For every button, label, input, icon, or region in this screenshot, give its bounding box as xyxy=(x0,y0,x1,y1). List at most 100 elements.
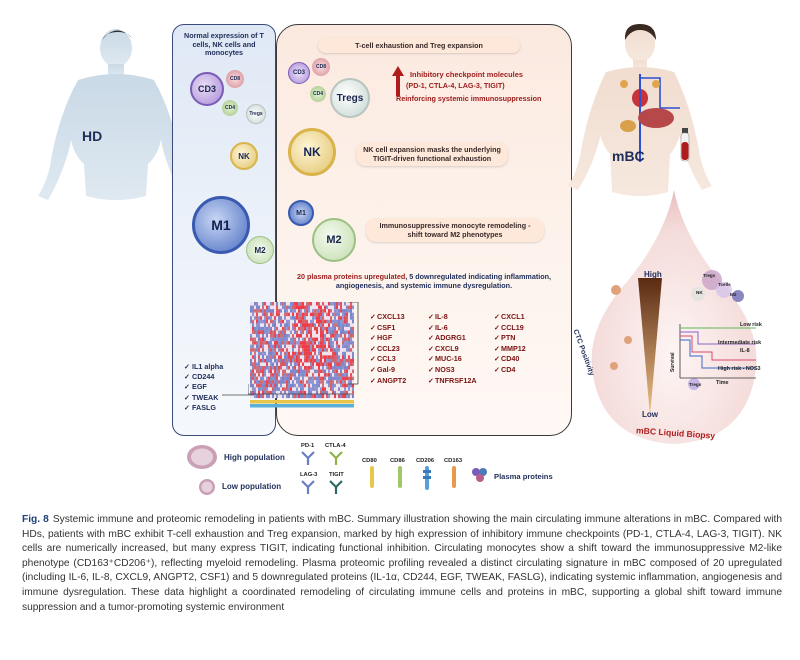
heatmap-cell xyxy=(348,344,351,349)
heatmap-cell xyxy=(256,383,259,388)
heatmap-cell xyxy=(298,366,301,370)
heatmap-cell xyxy=(298,312,301,317)
heatmap-cell xyxy=(254,383,257,388)
heatmap-cell xyxy=(352,394,354,399)
heatmap-cell xyxy=(252,326,255,331)
heatmap-cell xyxy=(272,380,275,384)
heatmap-cell xyxy=(328,366,331,370)
heatmap-cell xyxy=(262,344,265,349)
heatmap-cell xyxy=(274,394,277,399)
heatmap-cell xyxy=(328,305,331,310)
heatmap-cell xyxy=(254,341,257,345)
heatmap-cell xyxy=(288,337,291,342)
heatmap-cell xyxy=(346,376,349,381)
heatmap-cell xyxy=(258,334,261,338)
heatmap-cell xyxy=(328,373,331,377)
heatmap-cell xyxy=(326,380,329,384)
heatmap-cell xyxy=(282,341,285,345)
heatmap-cell xyxy=(252,358,255,363)
heatmap-cell xyxy=(274,302,277,306)
heatmap-cell xyxy=(268,355,271,359)
heatmap-cell xyxy=(332,323,335,327)
heatmap-cell xyxy=(254,362,257,367)
heatmap-cell xyxy=(260,348,263,352)
heatmap-cell xyxy=(294,366,297,370)
heatmap-cell xyxy=(348,369,351,374)
heatmap-cell xyxy=(322,376,325,381)
heatmap-cell xyxy=(340,376,343,381)
heatmap-cell xyxy=(252,319,255,324)
heatmap-cell xyxy=(344,362,347,367)
heatmap-cell xyxy=(330,351,333,356)
heatmap-cell xyxy=(318,369,321,374)
heatmap-cell xyxy=(308,348,311,352)
heatmap-cell xyxy=(298,302,301,306)
heatmap-cell xyxy=(350,355,353,359)
heatmap-cell xyxy=(300,326,303,331)
heatmap-cell xyxy=(286,373,289,377)
heatmap-cell xyxy=(278,366,281,370)
heatmap-cell xyxy=(300,390,303,395)
heatmap-cell xyxy=(296,348,299,352)
heatmap-cell xyxy=(312,358,315,363)
heatmap-cell xyxy=(274,376,277,381)
heatmap-cell xyxy=(312,309,315,313)
survival-y-label: Survival xyxy=(670,352,676,372)
heatmap-cell xyxy=(284,323,287,327)
heatmap-cell xyxy=(284,369,287,374)
heatmap-cell xyxy=(342,383,345,388)
heatmap-cell xyxy=(270,305,273,310)
heatmap-cell xyxy=(296,302,299,306)
heatmap-cell xyxy=(260,326,263,331)
heatmap-cell xyxy=(268,334,271,338)
heatmap-cell xyxy=(264,312,267,317)
heatmap-cell xyxy=(350,334,353,338)
heatmap-cell xyxy=(306,376,309,381)
heatmap-cell xyxy=(276,387,279,391)
heatmap-cell xyxy=(278,326,281,331)
heatmap-cell xyxy=(286,387,289,391)
heatmap-cell xyxy=(314,366,317,370)
heatmap-cell xyxy=(280,316,283,320)
heatmap-cell xyxy=(304,390,307,395)
heatmap-cell xyxy=(348,319,351,324)
heatmap-cell xyxy=(346,316,349,320)
heatmap-cell xyxy=(294,387,297,391)
heatmap-cell xyxy=(256,309,259,313)
heatmap-cell xyxy=(308,326,311,331)
heatmap-cell xyxy=(250,309,253,313)
heatmap-cell xyxy=(306,305,309,310)
heatmap-cell xyxy=(334,383,337,388)
heatmap-cell xyxy=(294,355,297,359)
heatmap-cell xyxy=(334,316,337,320)
heatmap-cell xyxy=(336,383,339,388)
heatmap-cell xyxy=(286,337,289,342)
heatmap-cell xyxy=(338,358,341,363)
heatmap-cell xyxy=(284,330,287,335)
heatmap-cell xyxy=(290,344,293,349)
heatmap-cell xyxy=(286,302,289,306)
heatmap-cell xyxy=(330,337,333,342)
heatmap-cell xyxy=(258,383,261,388)
heatmap-cell xyxy=(346,380,349,384)
heatmap-cell xyxy=(342,309,345,313)
heatmap-cell xyxy=(298,348,301,352)
cd4-cell: CD4 xyxy=(222,100,238,116)
up-item: ADGRG1 xyxy=(428,333,477,344)
heatmap-cell xyxy=(284,390,287,395)
heatmap-cell xyxy=(344,351,347,356)
up-item: CXCL1 xyxy=(494,312,526,323)
heatmap-cell xyxy=(334,362,337,367)
heatmap-cell xyxy=(262,330,265,335)
heatmap-cell xyxy=(326,302,329,306)
heatmap-cell xyxy=(264,362,267,367)
heatmap-cell xyxy=(276,358,279,363)
heatmap-cell xyxy=(314,355,317,359)
heatmap-cell xyxy=(298,387,301,391)
heatmap-cell xyxy=(344,330,347,335)
heatmap-cell xyxy=(258,302,261,306)
heatmap-cell xyxy=(320,390,323,395)
heatmap-cell xyxy=(308,316,311,320)
heatmap-cell xyxy=(308,376,311,381)
pd1-receptor-icon xyxy=(301,451,315,465)
